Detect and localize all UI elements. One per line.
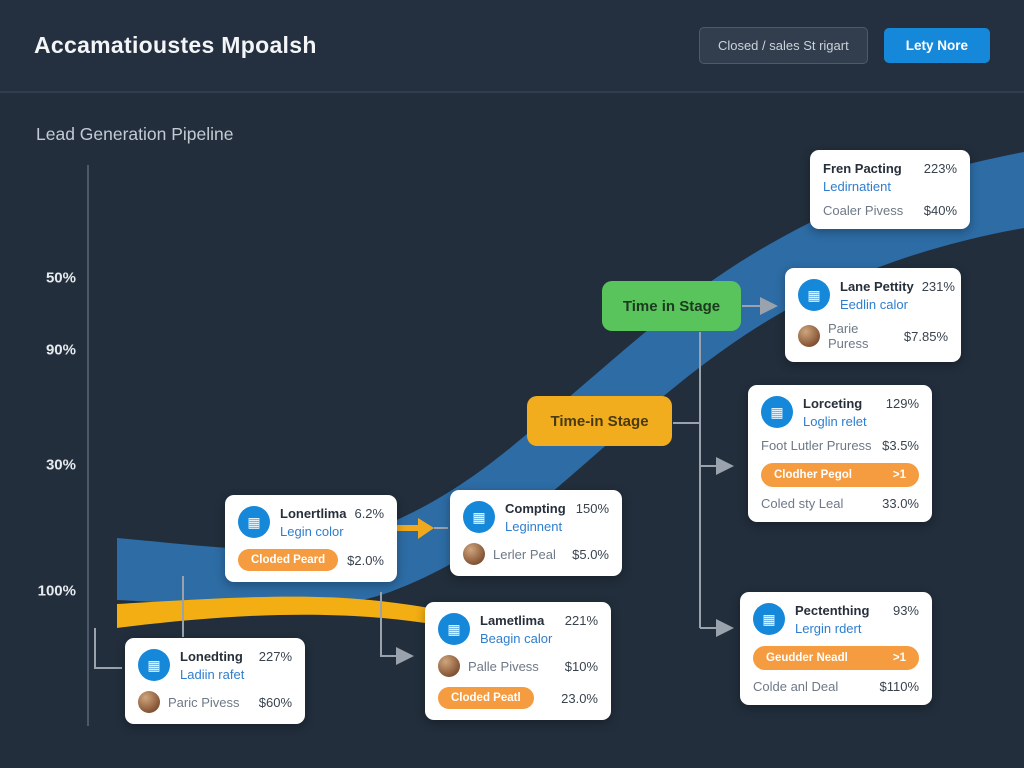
stage-node-time-in-stage-orange[interactable]: Time-in Stage bbox=[527, 396, 672, 446]
card-row-value: 33.0% bbox=[882, 496, 919, 511]
status-pill: Clodher Pegol >1 bbox=[761, 463, 919, 487]
blue-flow-band bbox=[117, 152, 1024, 609]
card-title: Lane Pettity bbox=[840, 279, 914, 294]
y-axis-label: 100% bbox=[37, 582, 76, 600]
card-subtitle-link: Ladiin rafet bbox=[180, 667, 245, 682]
card-value: 93% bbox=[892, 603, 919, 618]
primary-action-button[interactable]: Lety Nore bbox=[883, 28, 990, 63]
card-pectenthing[interactable]: ▦ Pectenthing 93% Lergin rdert Geudder N… bbox=[740, 592, 932, 705]
avatar bbox=[463, 543, 485, 565]
card-row-value: 23.0% bbox=[561, 690, 598, 706]
card-row-value: $10% bbox=[564, 658, 598, 674]
grid-icon: ▦ bbox=[753, 603, 785, 635]
card-lane-pettity[interactable]: ▦ Lane Pettity 231% Eedlin calor Parie P… bbox=[785, 268, 961, 362]
header: Accamatioustes Mpoalsh Closed / sales St… bbox=[0, 0, 1024, 93]
card-lorceting[interactable]: ▦ Lorceting 129% Loglin relet Foot Lutle… bbox=[748, 385, 932, 522]
status-pill-label: Geudder Neadl bbox=[766, 652, 848, 664]
card-value: 150% bbox=[575, 501, 609, 516]
avatar bbox=[138, 691, 160, 713]
card-subtitle-link: Eedlin calor bbox=[840, 297, 908, 312]
card-row-value: $7.85% bbox=[903, 328, 948, 344]
card-title: Compting bbox=[505, 501, 566, 516]
card-subtitle-link: Loglin relet bbox=[803, 414, 867, 429]
card-value: 221% bbox=[564, 613, 598, 628]
grid-icon: ▦ bbox=[238, 506, 270, 538]
filter-button[interactable]: Closed / sales St rigart bbox=[698, 27, 868, 64]
card-row-label: Coaler Pivess bbox=[823, 203, 904, 218]
grid-icon: ▦ bbox=[438, 613, 470, 645]
y-axis-label: 30% bbox=[45, 456, 76, 474]
card-value: 129% bbox=[885, 396, 919, 411]
card-title: Pectenthing bbox=[795, 603, 870, 618]
card-compting[interactable]: ▦ Compting 150% Leginnent Lerler Peal $5… bbox=[450, 490, 622, 576]
card-row-label: Colde anl Deal bbox=[753, 679, 839, 694]
card-row-value: $2.0% bbox=[347, 552, 384, 568]
card-value: 223% bbox=[923, 161, 957, 176]
yellow-flow-band bbox=[117, 596, 600, 656]
card-subtitle-link: Legin color bbox=[280, 524, 344, 539]
grid-icon: ▦ bbox=[761, 396, 793, 428]
grid-icon: ▦ bbox=[138, 649, 170, 681]
card-lonertlima[interactable]: ▦ Lonertlima 6.2% Legin color Cloded Pea… bbox=[225, 495, 397, 582]
y-axis-label: 90% bbox=[45, 341, 76, 359]
y-axis-label: 50% bbox=[45, 269, 76, 287]
card-row-label: Foot Lutler Pruress bbox=[761, 438, 872, 453]
card-title: Lonedting bbox=[180, 649, 243, 664]
yellow-arrow-icon bbox=[396, 518, 434, 539]
card-value: 227% bbox=[258, 649, 292, 664]
card-title: Lorceting bbox=[803, 396, 863, 411]
card-fren-pacting[interactable]: Fren Pacting 223% Ledirnatient Coaler Pi… bbox=[810, 150, 970, 229]
card-lonedting[interactable]: ▦ Lonedting 227% Ladiin rafet Paric Pive… bbox=[125, 638, 305, 724]
card-row-label: Coled sty Leal bbox=[761, 496, 844, 511]
card-title: Fren Pacting bbox=[823, 161, 902, 176]
card-subtitle-link: Beagin calor bbox=[480, 631, 553, 646]
card-value: 231% bbox=[921, 279, 955, 294]
avatar bbox=[798, 325, 820, 347]
status-pill: Geudder Neadl >1 bbox=[753, 646, 919, 670]
status-pill: Cloded Peatl bbox=[438, 687, 534, 709]
avatar bbox=[438, 655, 460, 677]
card-subtitle-link: Leginnent bbox=[505, 519, 563, 534]
card-row-value: $5.0% bbox=[572, 546, 609, 562]
card-subtitle-link: Lergin rdert bbox=[795, 621, 862, 636]
grid-icon: ▦ bbox=[463, 501, 495, 533]
card-row-value: $40% bbox=[923, 203, 957, 218]
connector-lines bbox=[94, 297, 778, 669]
card-title: Lonertlima bbox=[280, 506, 347, 521]
header-actions: Closed / sales St rigart Lety Nore bbox=[698, 27, 990, 64]
card-row-value: $60% bbox=[258, 694, 292, 710]
status-pill-value: >1 bbox=[892, 469, 906, 481]
stage-node-time-in-stage-green[interactable]: Time in Stage bbox=[602, 281, 741, 331]
grid-icon: ▦ bbox=[798, 279, 830, 311]
card-value: 6.2% bbox=[354, 506, 385, 521]
status-pill-label: Clodher Pegol bbox=[774, 469, 852, 481]
status-pill-value: >1 bbox=[892, 652, 906, 664]
card-subtitle-link: Ledirnatient bbox=[823, 179, 891, 194]
section-title: Lead Generation Pipeline bbox=[36, 124, 234, 144]
card-row-value: $3.5% bbox=[882, 438, 919, 453]
page-title: Accamatioustes Mpoalsh bbox=[34, 32, 317, 58]
card-row-label: Parie Puress bbox=[828, 321, 869, 351]
card-row-label: Paric Pivess bbox=[168, 694, 240, 710]
status-pill: Cloded Peard bbox=[238, 549, 339, 571]
card-title: Lametlima bbox=[480, 613, 545, 628]
card-row-label: Palle Pivess bbox=[468, 658, 539, 674]
card-row-value: $110% bbox=[879, 679, 919, 694]
card-row-label: Lerler Peal bbox=[493, 546, 556, 562]
card-lametlima[interactable]: ▦ Lametlima 221% Beagin calor Palle Pive… bbox=[425, 602, 611, 720]
